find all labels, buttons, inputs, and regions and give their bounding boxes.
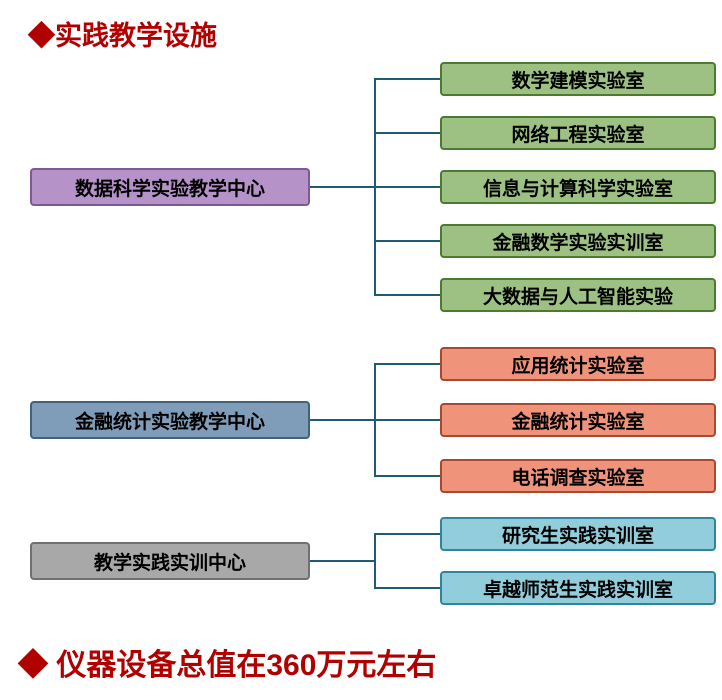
connector-line xyxy=(310,560,376,562)
connector-line xyxy=(374,363,440,365)
center-box-financial-statistics: 金融统计实验教学中心 xyxy=(30,401,310,439)
connector-line xyxy=(374,533,376,589)
lab-box-excellent-teacher-practice: 卓越师范生实践实训室 xyxy=(440,571,716,605)
slide-footer: ◆ 仪器设备总值在360万元左右 xyxy=(18,649,437,682)
lab-box-telephone-survey: 电话调查实验室 xyxy=(440,459,716,493)
lab-box-graduate-practice: 研究生实践实训室 xyxy=(440,517,716,551)
connector-line xyxy=(310,419,376,421)
connector-line xyxy=(374,533,440,535)
lab-box-financial-statistics: 金融统计实验室 xyxy=(440,403,716,437)
lab-box-math-modeling: 数学建模实验室 xyxy=(440,62,716,96)
lab-box-financial-math: 金融数学实验实训室 xyxy=(440,224,716,258)
center-box-teaching-practice: 教学实践实训中心 xyxy=(30,542,310,580)
connector-line xyxy=(374,240,440,242)
connector-line xyxy=(374,294,440,296)
connector-line xyxy=(374,132,440,134)
lab-box-bigdata-ai: 大数据与人工智能实验 xyxy=(440,278,716,312)
connector-line xyxy=(310,186,376,188)
connector-line xyxy=(374,587,440,589)
connector-line xyxy=(374,186,440,188)
slide-title: ◆实践教学设施 xyxy=(28,21,217,51)
connector-line xyxy=(374,419,440,421)
lab-box-info-computing: 信息与计算科学实验室 xyxy=(440,170,716,204)
center-box-data-science: 数据科学实验教学中心 xyxy=(30,168,310,206)
lab-box-applied-statistics: 应用统计实验室 xyxy=(440,347,716,381)
connector-line xyxy=(374,78,440,80)
lab-box-network-engineering: 网络工程实验室 xyxy=(440,116,716,150)
connector-line xyxy=(374,475,440,477)
